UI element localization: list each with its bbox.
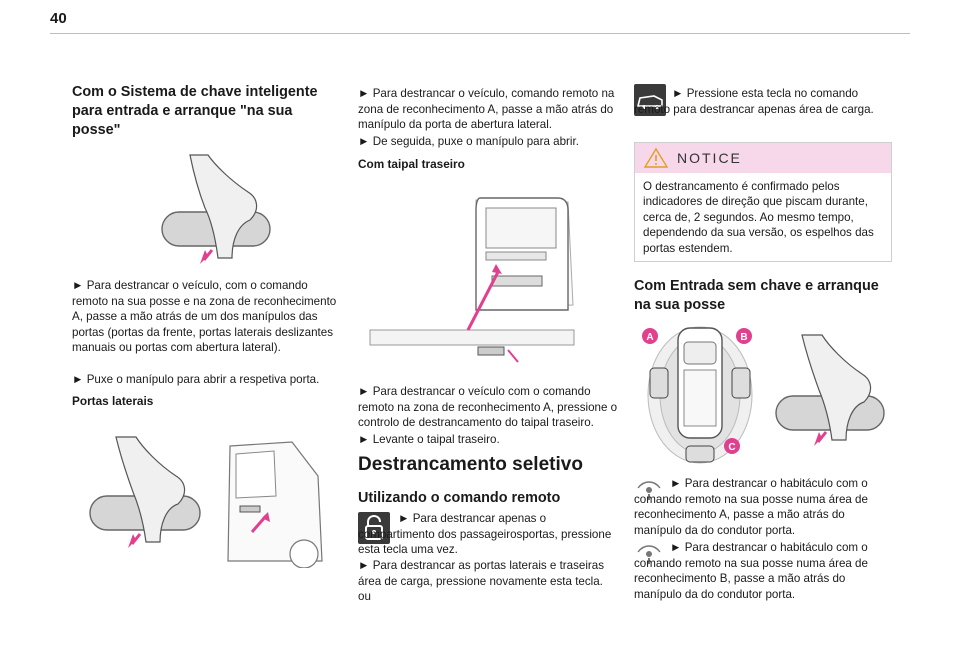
heading-selective-unlocking: Destrancamento seletivo — [358, 454, 583, 475]
van-side-door-illustration — [227, 441, 323, 568]
subheading-rear-tailgate: Com taipal traseiro — [358, 157, 465, 171]
heading-keyless-entry: Com Entrada sem chave e arranque na sua … — [634, 278, 879, 313]
zone-a-label: A — [646, 332, 653, 343]
notice-box: NOTICE O destrancamento é confirmado pel… — [634, 142, 892, 262]
cargo-van-key-icon — [634, 84, 666, 116]
zone-b-label: B — [740, 332, 747, 343]
rear-tailgate-illustration — [369, 197, 575, 363]
col1-paragraph-2: ► Puxe o manípulo para abrir a respetiva… — [72, 373, 320, 386]
section-heading-smart-key: Com o Sistema de chave inteligente para … — [72, 84, 318, 138]
subheading-side-doors: Portas laterais — [72, 394, 154, 408]
col2-paragraph-2: ► De seguida, puxe o manípulo para abrir… — [358, 135, 579, 148]
driver-door-remote-icon-1 — [637, 481, 661, 500]
door-handle-hand-illustration-3 — [775, 334, 885, 446]
notice-text: O destrancamento é confirmado pelos indi… — [643, 180, 874, 255]
col2-paragraph-4: ► Levante o taipal traseiro. — [358, 433, 500, 446]
col3-item-2: ► Para destrancar o habitáculo com o com… — [634, 477, 868, 537]
col3-item-3: ► Para destrancar o habitáculo com o com… — [634, 541, 868, 601]
door-handle-hand-illustration-2 — [89, 436, 201, 548]
col2-paragraph-1: ► Para destrancar o veículo, comando rem… — [358, 87, 615, 132]
notice-header: NOTICE — [635, 143, 891, 173]
heading-using-remote: Utilizando o comando remoto — [358, 490, 561, 506]
col1-paragraph-1: ► Para destrancar o veículo, com o coman… — [72, 279, 337, 355]
header-rule — [50, 33, 910, 34]
vehicle-recognition-zones-diagram: A B C — [642, 326, 753, 464]
col2-item-1: ► Para destrancar apenas o compartimento… — [358, 512, 612, 557]
driver-door-remote-icon-2 — [637, 545, 661, 564]
door-handle-hand-illustration-1 — [161, 154, 271, 264]
col3-item-1: ► Pressione esta tecla no comando remoto… — [634, 87, 874, 116]
col2-item-3: ou — [358, 590, 371, 603]
notice-title: NOTICE — [677, 150, 742, 166]
col2-paragraph-3: ► Para destrancar o veículo com o comand… — [358, 385, 618, 430]
page-number: 40 — [50, 10, 67, 27]
padlock-unlock-icon — [358, 512, 390, 544]
zone-c-label: C — [728, 442, 735, 453]
warning-triangle-icon — [643, 147, 669, 168]
col2-item-2: ► Para destrancar as portas laterais e t… — [358, 559, 605, 588]
